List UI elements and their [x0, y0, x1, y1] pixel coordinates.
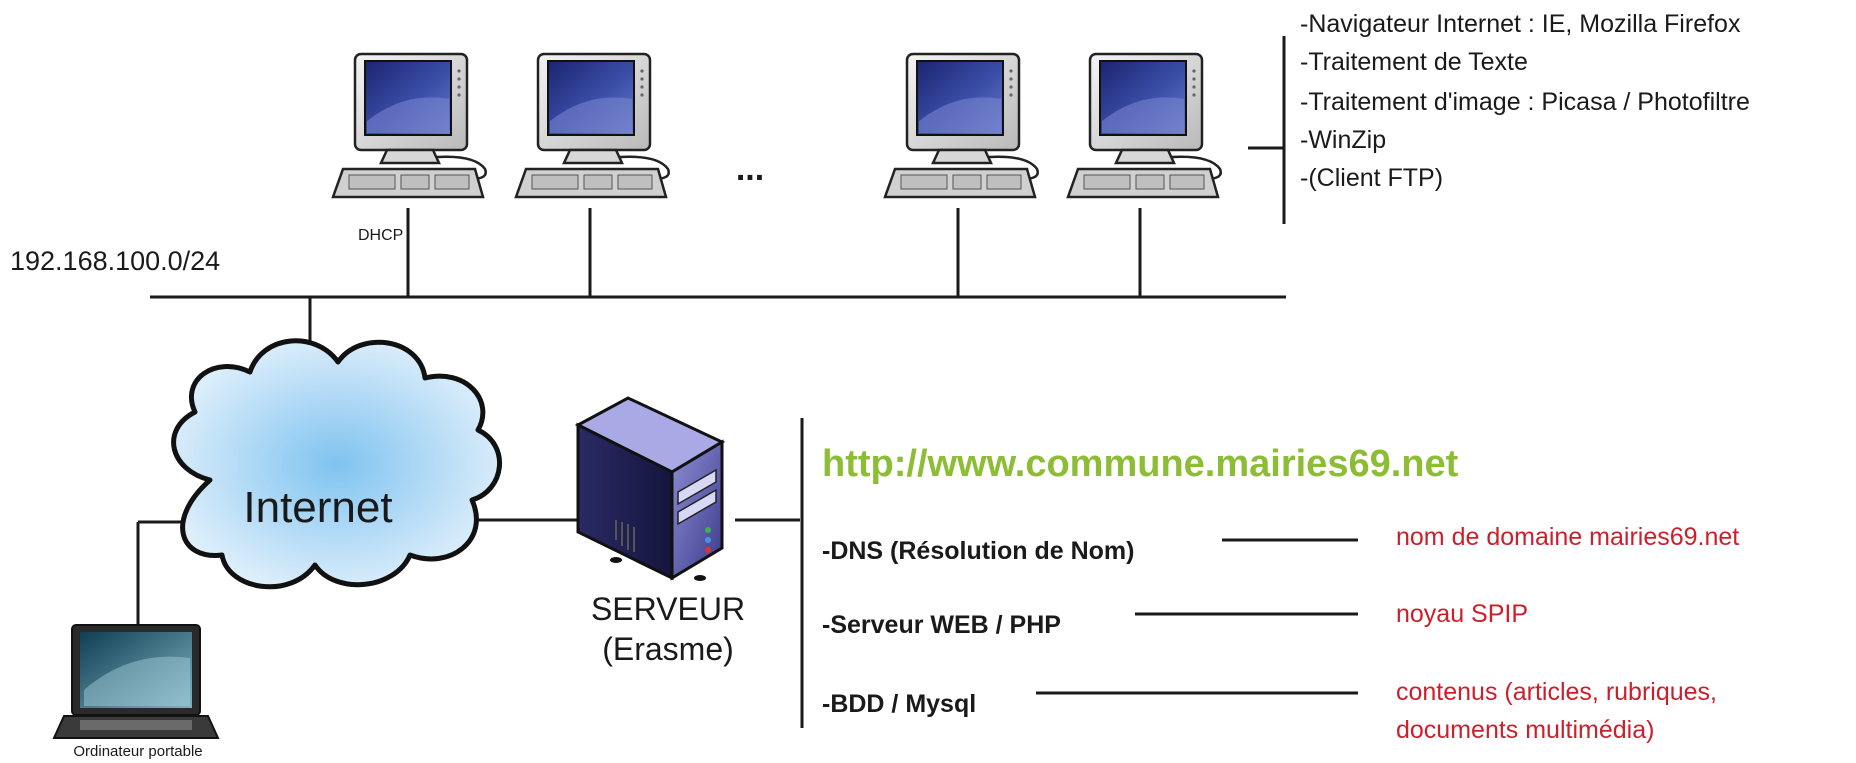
ellipsis-label: ... [736, 150, 764, 188]
workstation-pc-icon [1066, 52, 1223, 199]
software-item: -WinZip [1300, 126, 1386, 154]
service-web-detail: noyau SPIP [1396, 600, 1528, 628]
site-url: http://www.commune.mairies69.net [822, 443, 1459, 485]
internet-cloud-icon: Internet [171, 338, 503, 590]
dhcp-label: DHCP [358, 227, 403, 244]
service-bdd-detail: documents multimédia) [1396, 716, 1654, 744]
software-item: -Traitement d'image : Picasa / Photofilt… [1300, 88, 1750, 116]
service-bdd-label: -BDD / Mysql [822, 690, 976, 718]
workstation-pc-icon [514, 52, 671, 199]
server-label: SERVEUR [591, 591, 745, 627]
service-web-label: -Serveur WEB / PHP [822, 611, 1061, 639]
service-dns-label: -DNS (Résolution de Nom) [822, 537, 1135, 565]
service-dns-detail: nom de domaine mairies69.net [1396, 523, 1739, 551]
client-software-list: -Navigateur Internet : IE, Mozilla Firef… [1300, 10, 1750, 192]
software-item: -Navigateur Internet : IE, Mozilla Firef… [1300, 10, 1741, 38]
subnet-label: 192.168.100.0/24 [10, 246, 220, 276]
software-item: -(Client FTP) [1300, 164, 1443, 192]
workstation-pc-icon [331, 52, 488, 199]
software-item: -Traitement de Texte [1300, 48, 1528, 76]
workstation-pc-icon [883, 52, 1040, 199]
server-sublabel: (Erasme) [602, 631, 734, 667]
laptop-icon [52, 624, 220, 739]
server-icon [574, 396, 726, 581]
internet-label: Internet [243, 483, 392, 532]
laptop-label: Ordinateur portable [73, 743, 202, 760]
network-lines [136, 36, 1358, 728]
service-bdd-detail: contenus (articles, rubriques, [1396, 678, 1717, 706]
